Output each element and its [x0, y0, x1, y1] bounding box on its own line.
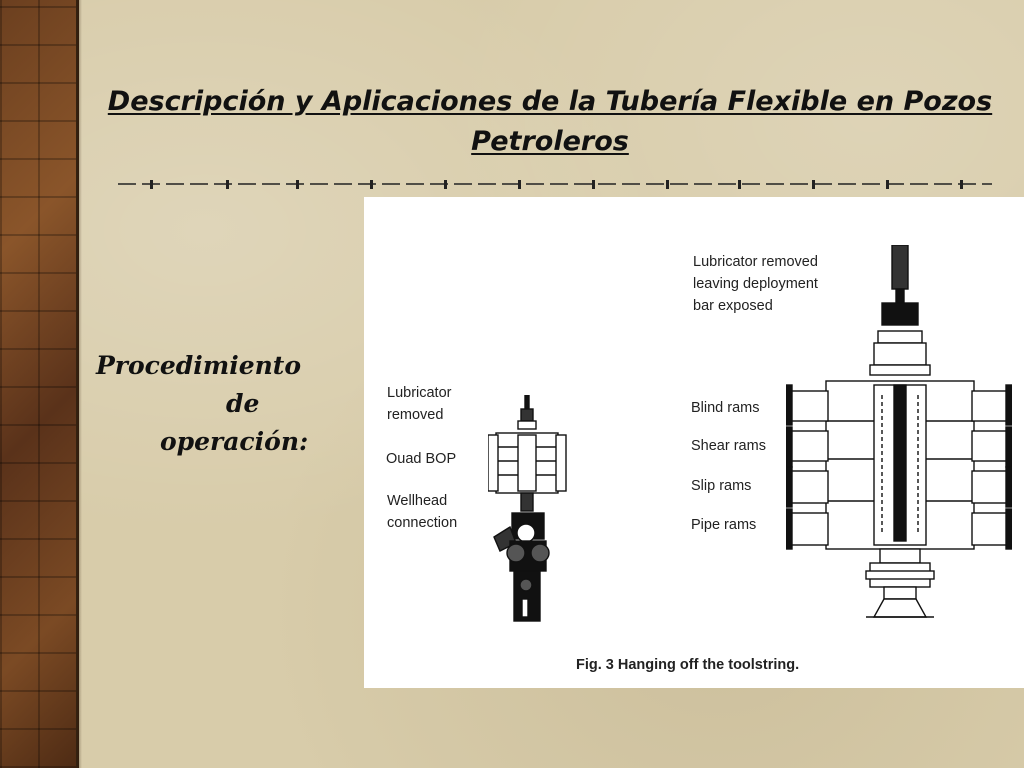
label-pipe-rams: Pipe rams — [691, 517, 757, 533]
procedure-subtitle: Procedimiento de operación: — [90, 347, 350, 461]
subtitle-line-3: operación: — [160, 427, 309, 456]
quad-bop-small-drawing — [488, 395, 567, 622]
label-quad-bop: Ouad BOP — [386, 451, 457, 467]
slide-title: Descripción y Aplicaciones de la Tubería… — [107, 86, 993, 157]
title-divider — [118, 180, 992, 189]
label-slip-rams: Slip rams — [691, 478, 752, 494]
label-lubricator-removed: Lubricator removed — [387, 385, 452, 423]
decorative-side-bar — [0, 0, 79, 768]
figure-caption: Fig. 3 Hanging off the toolstring. — [576, 657, 800, 673]
subtitle-line-1: Procedimiento — [96, 351, 302, 380]
label-lubricator-deployment-bar: Lubricator removed leaving deployment ba… — [693, 254, 818, 314]
label-wellhead-connection: Wellhead connection — [387, 493, 458, 531]
bop-stack-large-drawing — [786, 245, 1012, 618]
label-blind-rams: Blind rams — [691, 400, 760, 416]
bop-figure: Lubricator removed Ouad BOP Wellhead con… — [364, 197, 1024, 688]
side-bar-shadow — [76, 0, 82, 768]
subtitle-line-2: de — [226, 389, 260, 418]
label-shear-rams: Shear rams — [691, 438, 766, 454]
